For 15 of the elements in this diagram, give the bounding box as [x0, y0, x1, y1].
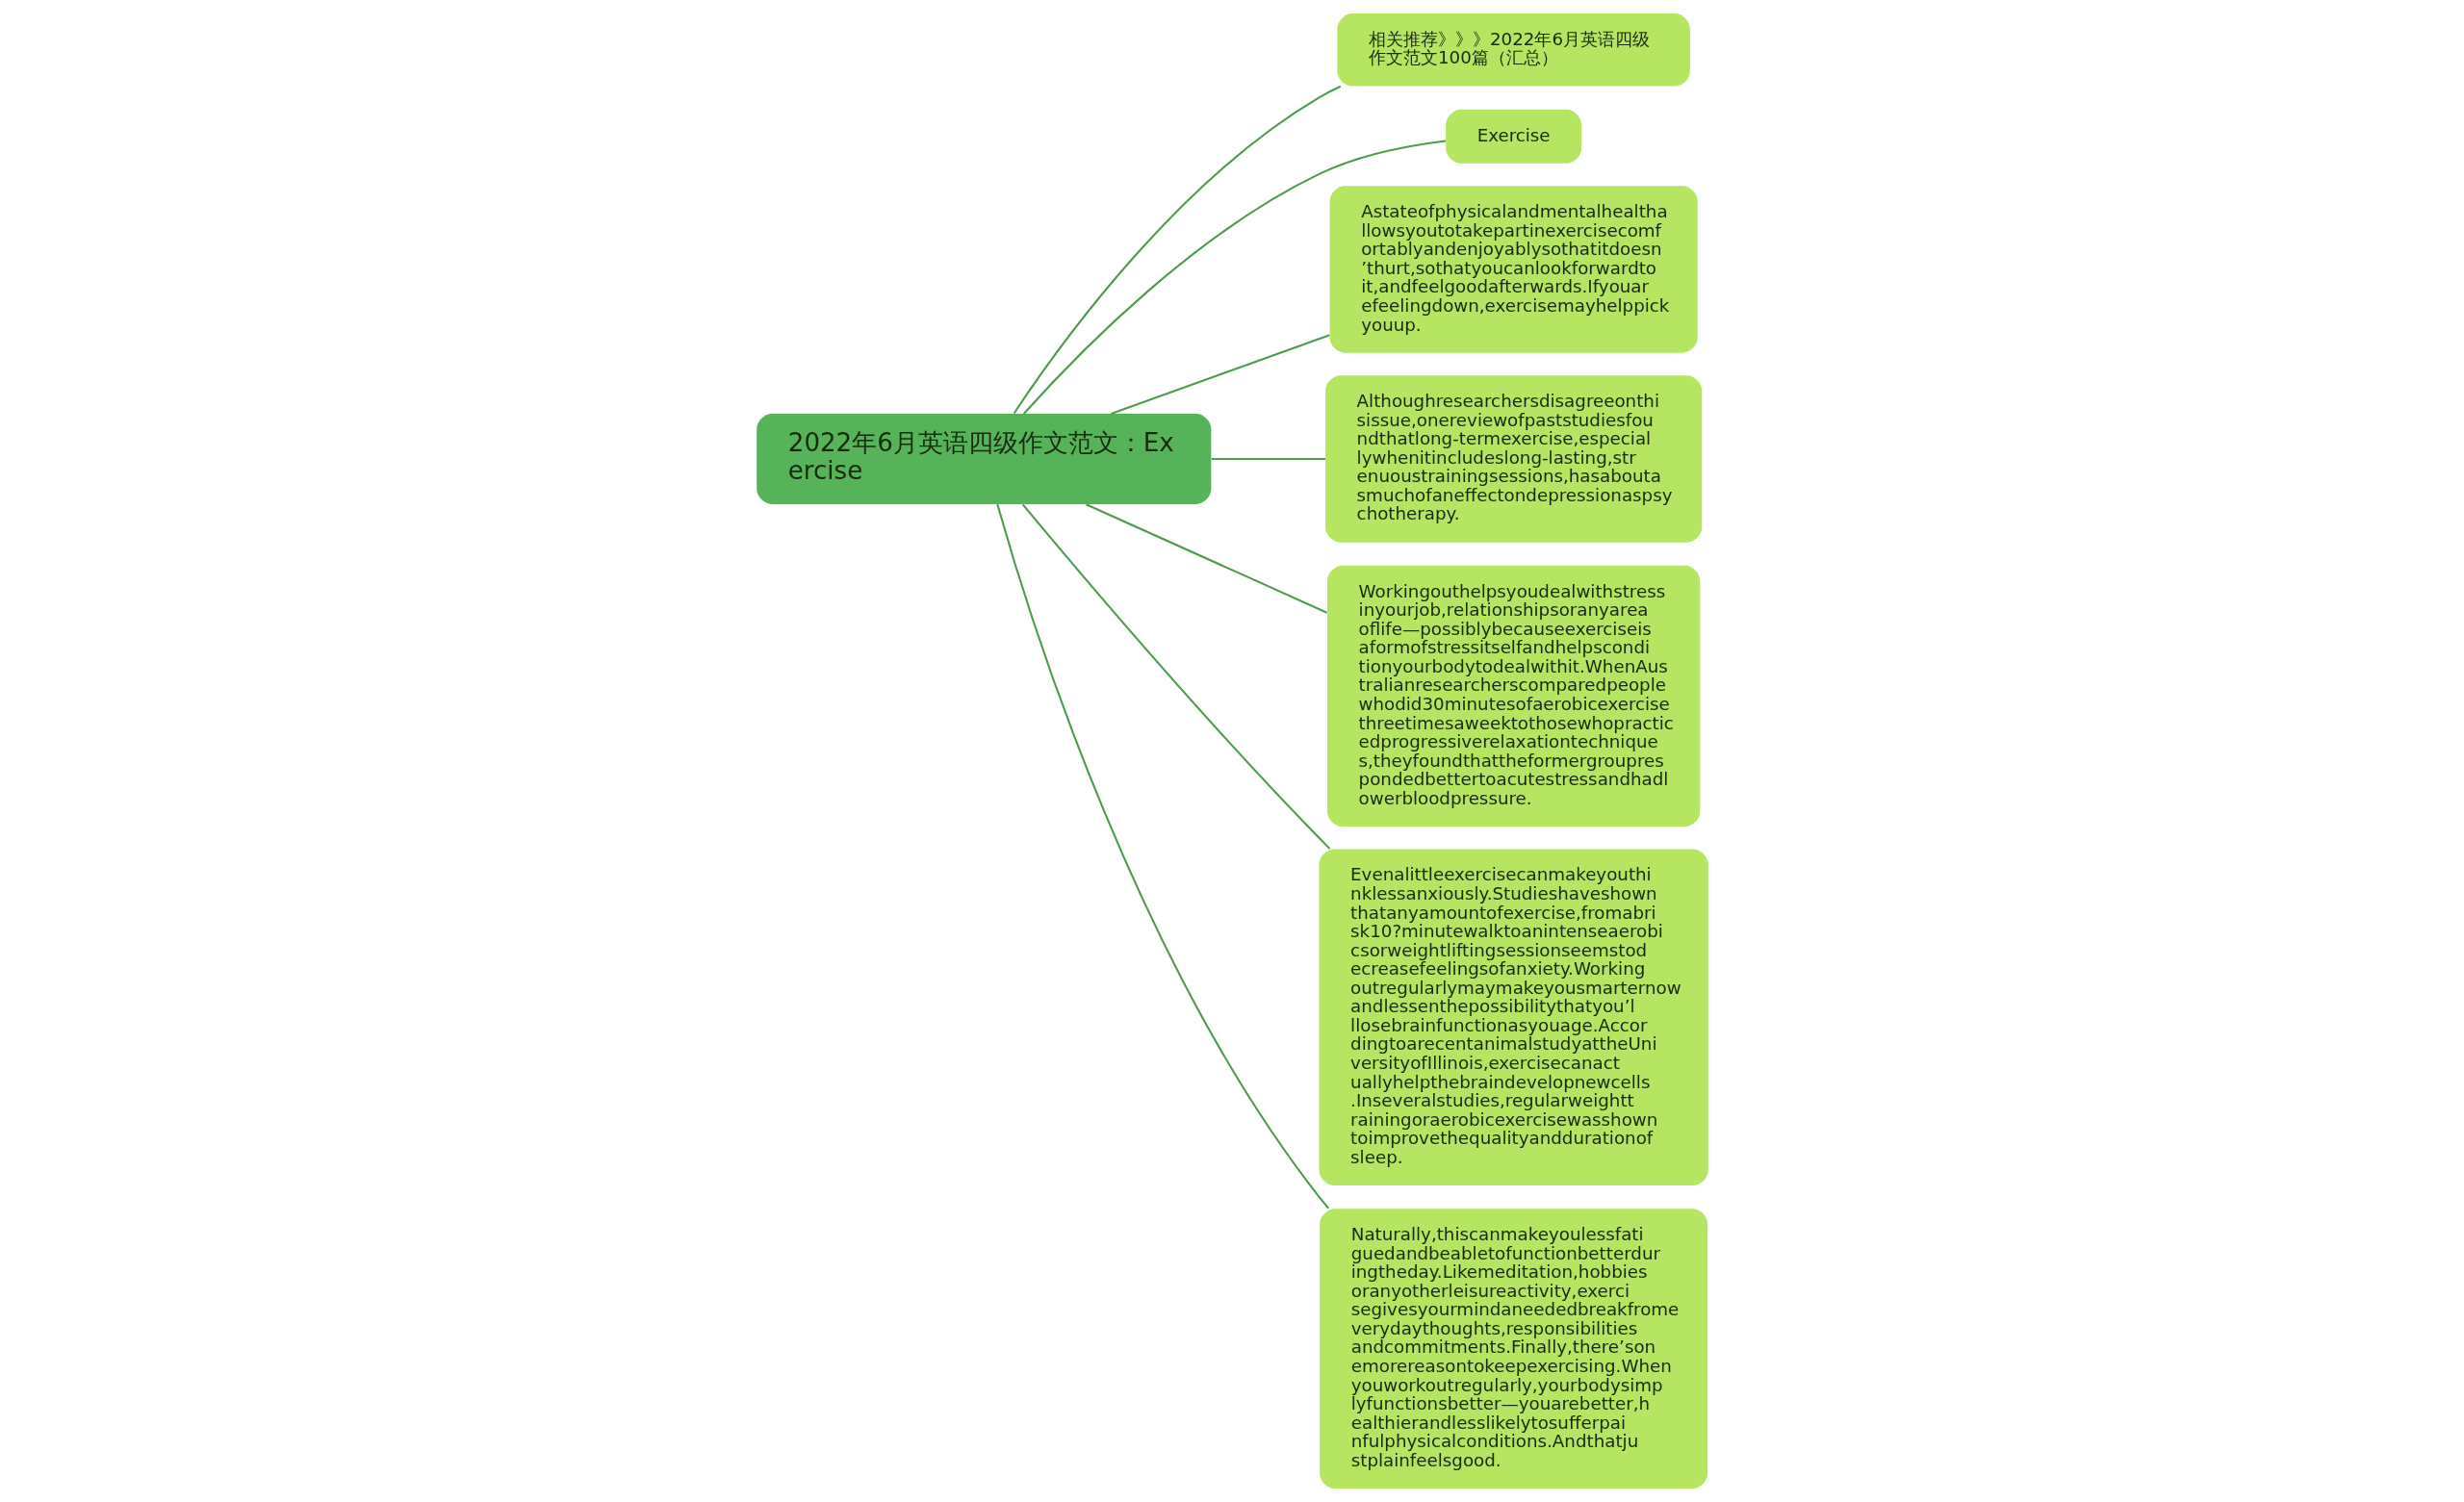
- connector: [995, 504, 1329, 1209]
- node-box: Althoughresearchersdisagreeonthisissue,onereviewofpaststudiesfoundthatlong-termexercise,especiallywhenitincludeslong-lasting,strenuoustrainingsessions,hasaboutasmuchofaneffectondepressionaspsychotherapy.: [1324, 375, 1702, 543]
- connector: [1022, 140, 1446, 415]
- node-box: Astateofphysicalandmentalhealthallowsyoutotakepartinexercisecomfortablyandenjoyablysothatitdoesn’thurt,sothatyoucanlookforwardtoit,andfeelgoodafterwards.Ifyouarefeelingdown,exercisemayhelppickyouup.: [1329, 186, 1698, 353]
- node-box: Evenalittleexercisecanmakeyouthinklessanxiously.Studieshaveshownthatanyamountofexercise,fromabrisk10?minutewalktoanintenseaerobicsorweightliftingsessionseemstodecreasefeelingsofanxiety.Workingoutregularlymaymakeyousmarternowandlessenthepossibilitythatyou’lllosebrainfunctionasyouage.AccordingtoarecentanimalstudyattheUniversityofIllinois,exercisecanactuallyhelpthebraindevelopnewcells.Inseveralstudies,regularweighttrainingoraerobicexercisewasshowntoimprovethequalityanddurationofsleep.: [1319, 849, 1708, 1186]
- connector: [1110, 334, 1330, 415]
- node-box: Naturally,thiscanmakeyoulessfatiguedandbeabletofunctionbetterduringtheday.Likemeditation,hobbiesoranyotherleisureactivity,exercisegivesyourmindaneededbreakfromeverydaythoughts,responsibilitiesandcommitments.Finally,there’sonemorereasontokeepexercising.Whenyouworkoutregularly,yourbodysimplyfunctionsbetter—youarebetter,healthierandlesslikelytosufferpainfulphysicalconditions.Andthatjustplainfeelsgood.: [1319, 1209, 1707, 1489]
- node-box: 相关推荐》》》2022年6月英语四级作文范文100篇（汇总）: [1336, 13, 1690, 87]
- connector: [1021, 503, 1330, 850]
- node-box: 2022年6月英语四级作文范文：Exercise: [756, 414, 1211, 504]
- node-box: Exercise: [1445, 109, 1581, 164]
- node-box: Workingouthelpsyoudealwithstressinyourjob,relationshipsoranyareaoflife—possiblybecauseexerciseisaformofstressitselfandhelpsconditionyourbodytodealwithit.WhenAustralianresearcherscomparedpeoplewhodid30minutesofaerobicexercisethreetimesaweektothosewhopracticedprogressiverelaxationtechniques,theyfoundthattheformergrouprespondedbettertoacutestressandhadlowerbloodpressure.: [1326, 565, 1700, 827]
- connector: [1013, 85, 1341, 415]
- connector: [1211, 457, 1325, 460]
- connector: [1085, 503, 1327, 614]
